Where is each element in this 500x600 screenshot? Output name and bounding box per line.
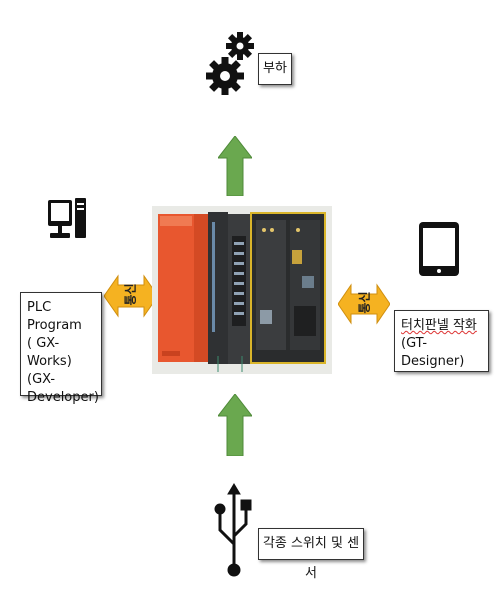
touch-panel-line-1: 터치판넬 작화 — [401, 318, 477, 333]
desktop-computer-icon — [46, 196, 88, 242]
comm-right-label: 통신 — [357, 291, 372, 314]
inputs-label-text: 각종 스위치 및 센서 — [262, 536, 360, 581]
plc-program-line-2: ( GX-Works) — [27, 336, 72, 369]
plc-program-line-3: (GX-Developer) — [27, 372, 99, 405]
plc-program-line-1: PLC Program — [27, 300, 82, 333]
touch-panel-label: 터치판넬 작화 (GT-Designer) — [394, 310, 489, 372]
tablet-icon — [417, 220, 461, 278]
load-label: 부하 — [258, 53, 292, 85]
comm-left-arrow — [104, 272, 158, 320]
comm-right-arrow — [338, 282, 390, 326]
load-label-text: 부하 — [263, 61, 287, 76]
input-arrow — [218, 394, 252, 456]
gears-icon — [205, 28, 257, 104]
plc-unit-image — [152, 206, 332, 374]
usb-icon — [212, 482, 256, 578]
touch-panel-line-2: (GT-Designer) — [401, 336, 465, 369]
inputs-label: 각종 스위치 및 센서 — [258, 528, 364, 581]
comm-left-label: 통신 — [123, 283, 138, 306]
plc-program-label: PLC Program ( GX-Works) (GX-Developer) — [20, 292, 102, 405]
output-arrow — [218, 136, 252, 196]
